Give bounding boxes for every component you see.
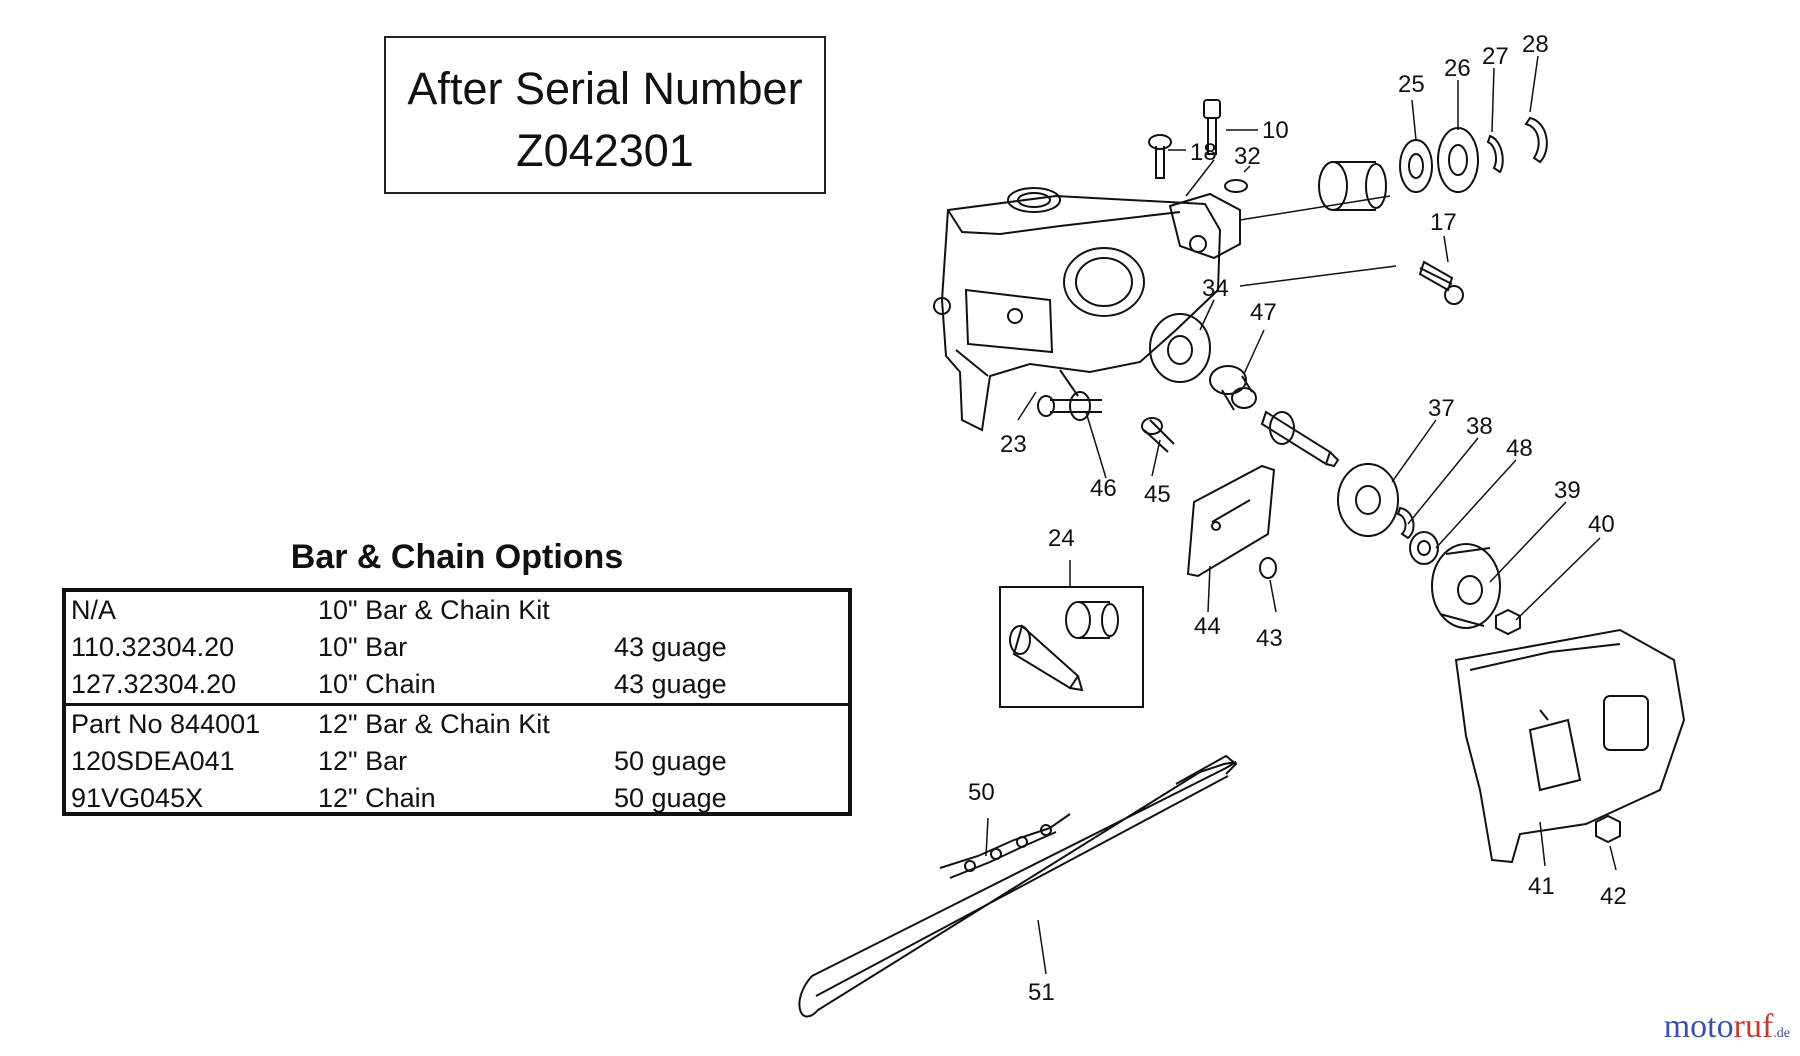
- gear-housing: [933, 187, 1222, 432]
- option-row: 110.32304.20 10" Bar 43 guage: [66, 629, 848, 666]
- serial-label: After Serial Number: [407, 63, 803, 114]
- options-table: N/A 10" Bar & Chain Kit 110.32304.20 10"…: [62, 588, 852, 816]
- options-title: Bar & Chain Options: [290, 538, 624, 576]
- option-part: 127.32304.20: [71, 669, 237, 699]
- option-row: N/A 10" Bar & Chain Kit: [66, 592, 848, 629]
- callout-50: 50: [968, 779, 995, 806]
- callout-40: 40: [1588, 511, 1615, 538]
- callout-32: 32: [1234, 143, 1261, 170]
- nut-42: [1595, 814, 1621, 844]
- screw-18: [1148, 134, 1172, 179]
- bolt-17: [1418, 260, 1464, 305]
- saw-chain-50: [939, 813, 1071, 879]
- shaft-sleeve: [1318, 161, 1387, 211]
- nut-40: [1495, 608, 1521, 636]
- callout-47: 47: [1250, 299, 1277, 326]
- callout-43: 43: [1256, 625, 1283, 652]
- option-desc: 12" Chain: [318, 783, 436, 813]
- callout-38: 38: [1466, 413, 1493, 440]
- bearing-25: [1399, 139, 1433, 193]
- snap-ring-27: [1486, 134, 1504, 174]
- callout-37: 37: [1428, 395, 1455, 422]
- bolt-10: [1203, 99, 1221, 155]
- brand-suffix: .de: [1773, 1026, 1790, 1041]
- chain-cover-41: [1454, 628, 1686, 864]
- option-gauge: 50 guage: [614, 746, 727, 776]
- circlip-28: [1524, 116, 1548, 164]
- callout-51: 51: [1028, 979, 1055, 1006]
- callout-42: 42: [1600, 883, 1627, 910]
- callout-10: 10: [1262, 117, 1289, 144]
- pin-43: [1259, 557, 1277, 579]
- callout-17: 17: [1430, 209, 1457, 236]
- leader-lines: [985, 55, 1617, 975]
- option-part: 91VG045X: [71, 783, 204, 813]
- drive-shaft: [1260, 410, 1340, 468]
- callout-34: 34: [1202, 275, 1229, 302]
- option-part: Part No 844001: [71, 709, 261, 739]
- washer-32: [1224, 179, 1248, 193]
- inset-box-24: [999, 586, 1144, 708]
- callout-25: 25: [1398, 71, 1425, 98]
- callout-28: 28: [1522, 31, 1549, 58]
- callout-45: 45: [1144, 481, 1171, 508]
- option-row: Part No 844001 12" Bar & Chain Kit: [66, 706, 848, 743]
- option-desc: 10" Chain: [318, 669, 436, 699]
- clip-38: [1396, 506, 1415, 540]
- clamp-collar: [1168, 192, 1241, 260]
- option-desc: 12" Bar & Chain Kit: [318, 709, 550, 739]
- serial-number: Z042301: [516, 125, 694, 176]
- callout-44: 44: [1194, 613, 1221, 640]
- callout-46: 46: [1090, 475, 1117, 502]
- option-desc: 10" Bar: [318, 632, 408, 662]
- callout-labels: 10 18 32 25 26 27 28 17 34 47 37 38 48 3…: [968, 31, 1627, 1006]
- bearing-34: [1149, 313, 1211, 383]
- guide-bar-51: [798, 754, 1238, 1018]
- option-gauge: 43 guage: [614, 669, 727, 699]
- option-part: 120SDEA041: [71, 746, 235, 776]
- option-row: 120SDEA041 12" Bar 50 guage: [66, 743, 848, 780]
- option-row: 127.32304.20 10" Chain 43 guage: [66, 666, 848, 703]
- brand-main: moto: [1663, 1008, 1734, 1045]
- option-part: N/A: [71, 595, 117, 625]
- callout-39: 39: [1554, 477, 1581, 504]
- option-gauge: 50 guage: [614, 783, 727, 813]
- bushing-47: [1209, 365, 1257, 411]
- washer-48: [1409, 531, 1439, 565]
- slotted-plate-44: [1186, 464, 1276, 578]
- bearing-26: [1437, 127, 1479, 193]
- callout-41: 41: [1528, 873, 1555, 900]
- pin-46: [1037, 391, 1102, 421]
- options-group-12in: Part No 844001 12" Bar & Chain Kit 120SD…: [66, 703, 848, 816]
- callout-23: 23: [1000, 431, 1027, 458]
- serial-number-box: After Serial Number Z042301: [384, 36, 826, 194]
- pin-45: [1141, 417, 1175, 453]
- option-desc: 10" Bar & Chain Kit: [318, 595, 550, 625]
- option-desc: 12" Bar: [318, 746, 408, 776]
- options-group-10in: N/A 10" Bar & Chain Kit 110.32304.20 10"…: [66, 592, 848, 703]
- callout-18: 18: [1190, 139, 1217, 166]
- brand-accent: ruf: [1733, 1008, 1774, 1045]
- clutch-39: [1431, 543, 1501, 629]
- option-part: 110.32304.20: [71, 632, 235, 662]
- option-row: 91VG045X 12" Chain 50 guage: [66, 780, 848, 817]
- callout-48: 48: [1506, 435, 1533, 462]
- brand-logo: motoruf.de: [1664, 1008, 1790, 1046]
- inset-shaft-parts: [1009, 601, 1119, 692]
- sprocket-37: [1337, 463, 1399, 537]
- callout-26: 26: [1444, 55, 1471, 82]
- callout-27: 27: [1482, 43, 1509, 70]
- option-gauge: 43 guage: [614, 632, 727, 662]
- callout-24: 24: [1048, 525, 1075, 552]
